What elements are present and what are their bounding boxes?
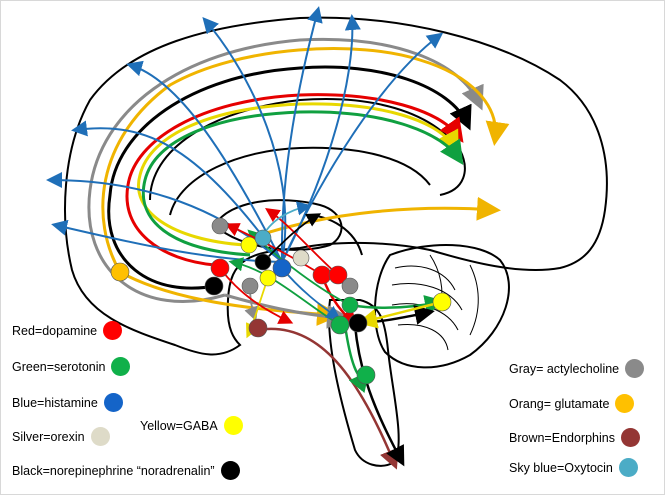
orange-horizontal-pathway [244, 196, 501, 242]
nucleus-norepinephrine-3 [348, 313, 368, 333]
legend-gaba: Yellow=GABA [140, 416, 243, 435]
legend-glutamate: Orang= glutamate [509, 394, 635, 413]
nucleus-dopamine-2 [312, 265, 332, 285]
descending-projections [257, 274, 445, 470]
legend-dopamine-label: Red=dopamine [12, 323, 98, 338]
yellow-from-cerebellum [357, 300, 443, 329]
nucleus-endorphins [248, 318, 268, 338]
glutamate-color-dot [615, 394, 635, 413]
nucleus-serotonin-2 [330, 315, 350, 335]
nuclei [110, 217, 452, 385]
legend-acetylcholine-label: Gray= actylecholine [509, 361, 620, 376]
legend-norepinephrine-label: Black=norepinephrine “noradrenalin” [12, 463, 215, 478]
endorphins-color-dot [620, 428, 640, 447]
legend-gaba-label: Yellow=GABA [140, 418, 218, 433]
legend-histamine-label: Blue=histamine [12, 395, 98, 410]
blue-projection-1 [126, 60, 283, 263]
cortical-pathways [87, 37, 510, 329]
nucleus-gaba-3 [432, 292, 452, 312]
serotonin-color-dot [111, 357, 131, 376]
legend-norepinephrine: Black=norepinephrine “noradrenalin” [12, 461, 240, 480]
legend-serotonin-label: Green=serotonin [12, 359, 106, 374]
red-pathway [125, 93, 464, 267]
nucleus-dopamine-3 [328, 265, 348, 285]
nucleus-acetylcholine-3 [341, 277, 359, 295]
blue-projection-2 [280, 6, 323, 263]
legend-endorphins: Brown=Endorphins [509, 428, 640, 447]
legend-oxytocin-label: Sky blue=Oxytocin [509, 460, 613, 475]
nucleus-norepinephrine-1 [254, 253, 272, 271]
corpus-callosum [169, 146, 431, 216]
dopamine-color-dot [103, 321, 123, 340]
orange-pathway [101, 47, 510, 273]
nucleus-histamine [272, 258, 292, 278]
nucleus-orexin [292, 249, 310, 267]
black-descending [353, 324, 405, 467]
nucleus-acetylcholine-1 [211, 217, 229, 235]
brain-outline [64, 16, 608, 467]
nucleus-gaba-2 [259, 269, 277, 287]
acetylcholine-color-dot [625, 359, 645, 378]
green-pathway [141, 110, 464, 257]
black-pathway [107, 65, 472, 290]
blue-projection-8 [281, 14, 361, 263]
legend-serotonin: Green=serotonin [12, 357, 131, 376]
cerebrum-outline [64, 16, 608, 356]
legend-orexin: Silver=orexin [12, 427, 110, 446]
legend-orexin-label: Silver=orexin [12, 429, 85, 444]
yellow-pathway [137, 102, 459, 247]
legend-dopamine: Red=dopamine [12, 321, 123, 340]
legend-histamine: Blue=histamine [12, 393, 123, 412]
blue-projection-4 [51, 219, 283, 263]
nucleus-glutamate [110, 262, 130, 282]
nucleus-norepinephrine-2 [204, 276, 224, 296]
gaba-color-dot [223, 416, 243, 435]
thalamus-outline [213, 199, 343, 251]
nucleus-serotonin-3 [356, 365, 376, 385]
brown-descending [257, 327, 399, 470]
nucleus-gaba-1 [240, 236, 258, 254]
norepinephrine-color-dot [220, 461, 240, 480]
legend-glutamate-label: Orang= glutamate [509, 396, 610, 411]
cingulate-gyrus [149, 98, 466, 201]
orexin-color-dot [90, 427, 110, 446]
nucleus-dopamine-1 [210, 258, 230, 278]
nucleus-oxytocin [254, 229, 272, 247]
legend-endorphins-label: Brown=Endorphins [509, 430, 615, 445]
legend-oxytocin: Sky blue=Oxytocin [509, 458, 638, 477]
histamine-color-dot [103, 393, 123, 412]
oxytocin-color-dot [618, 458, 638, 477]
nucleus-acetylcholine-2 [241, 277, 259, 295]
legend-acetylcholine: Gray= actylecholine [509, 359, 645, 378]
blue-projection-6 [71, 120, 283, 263]
nucleus-serotonin-1 [341, 296, 359, 314]
